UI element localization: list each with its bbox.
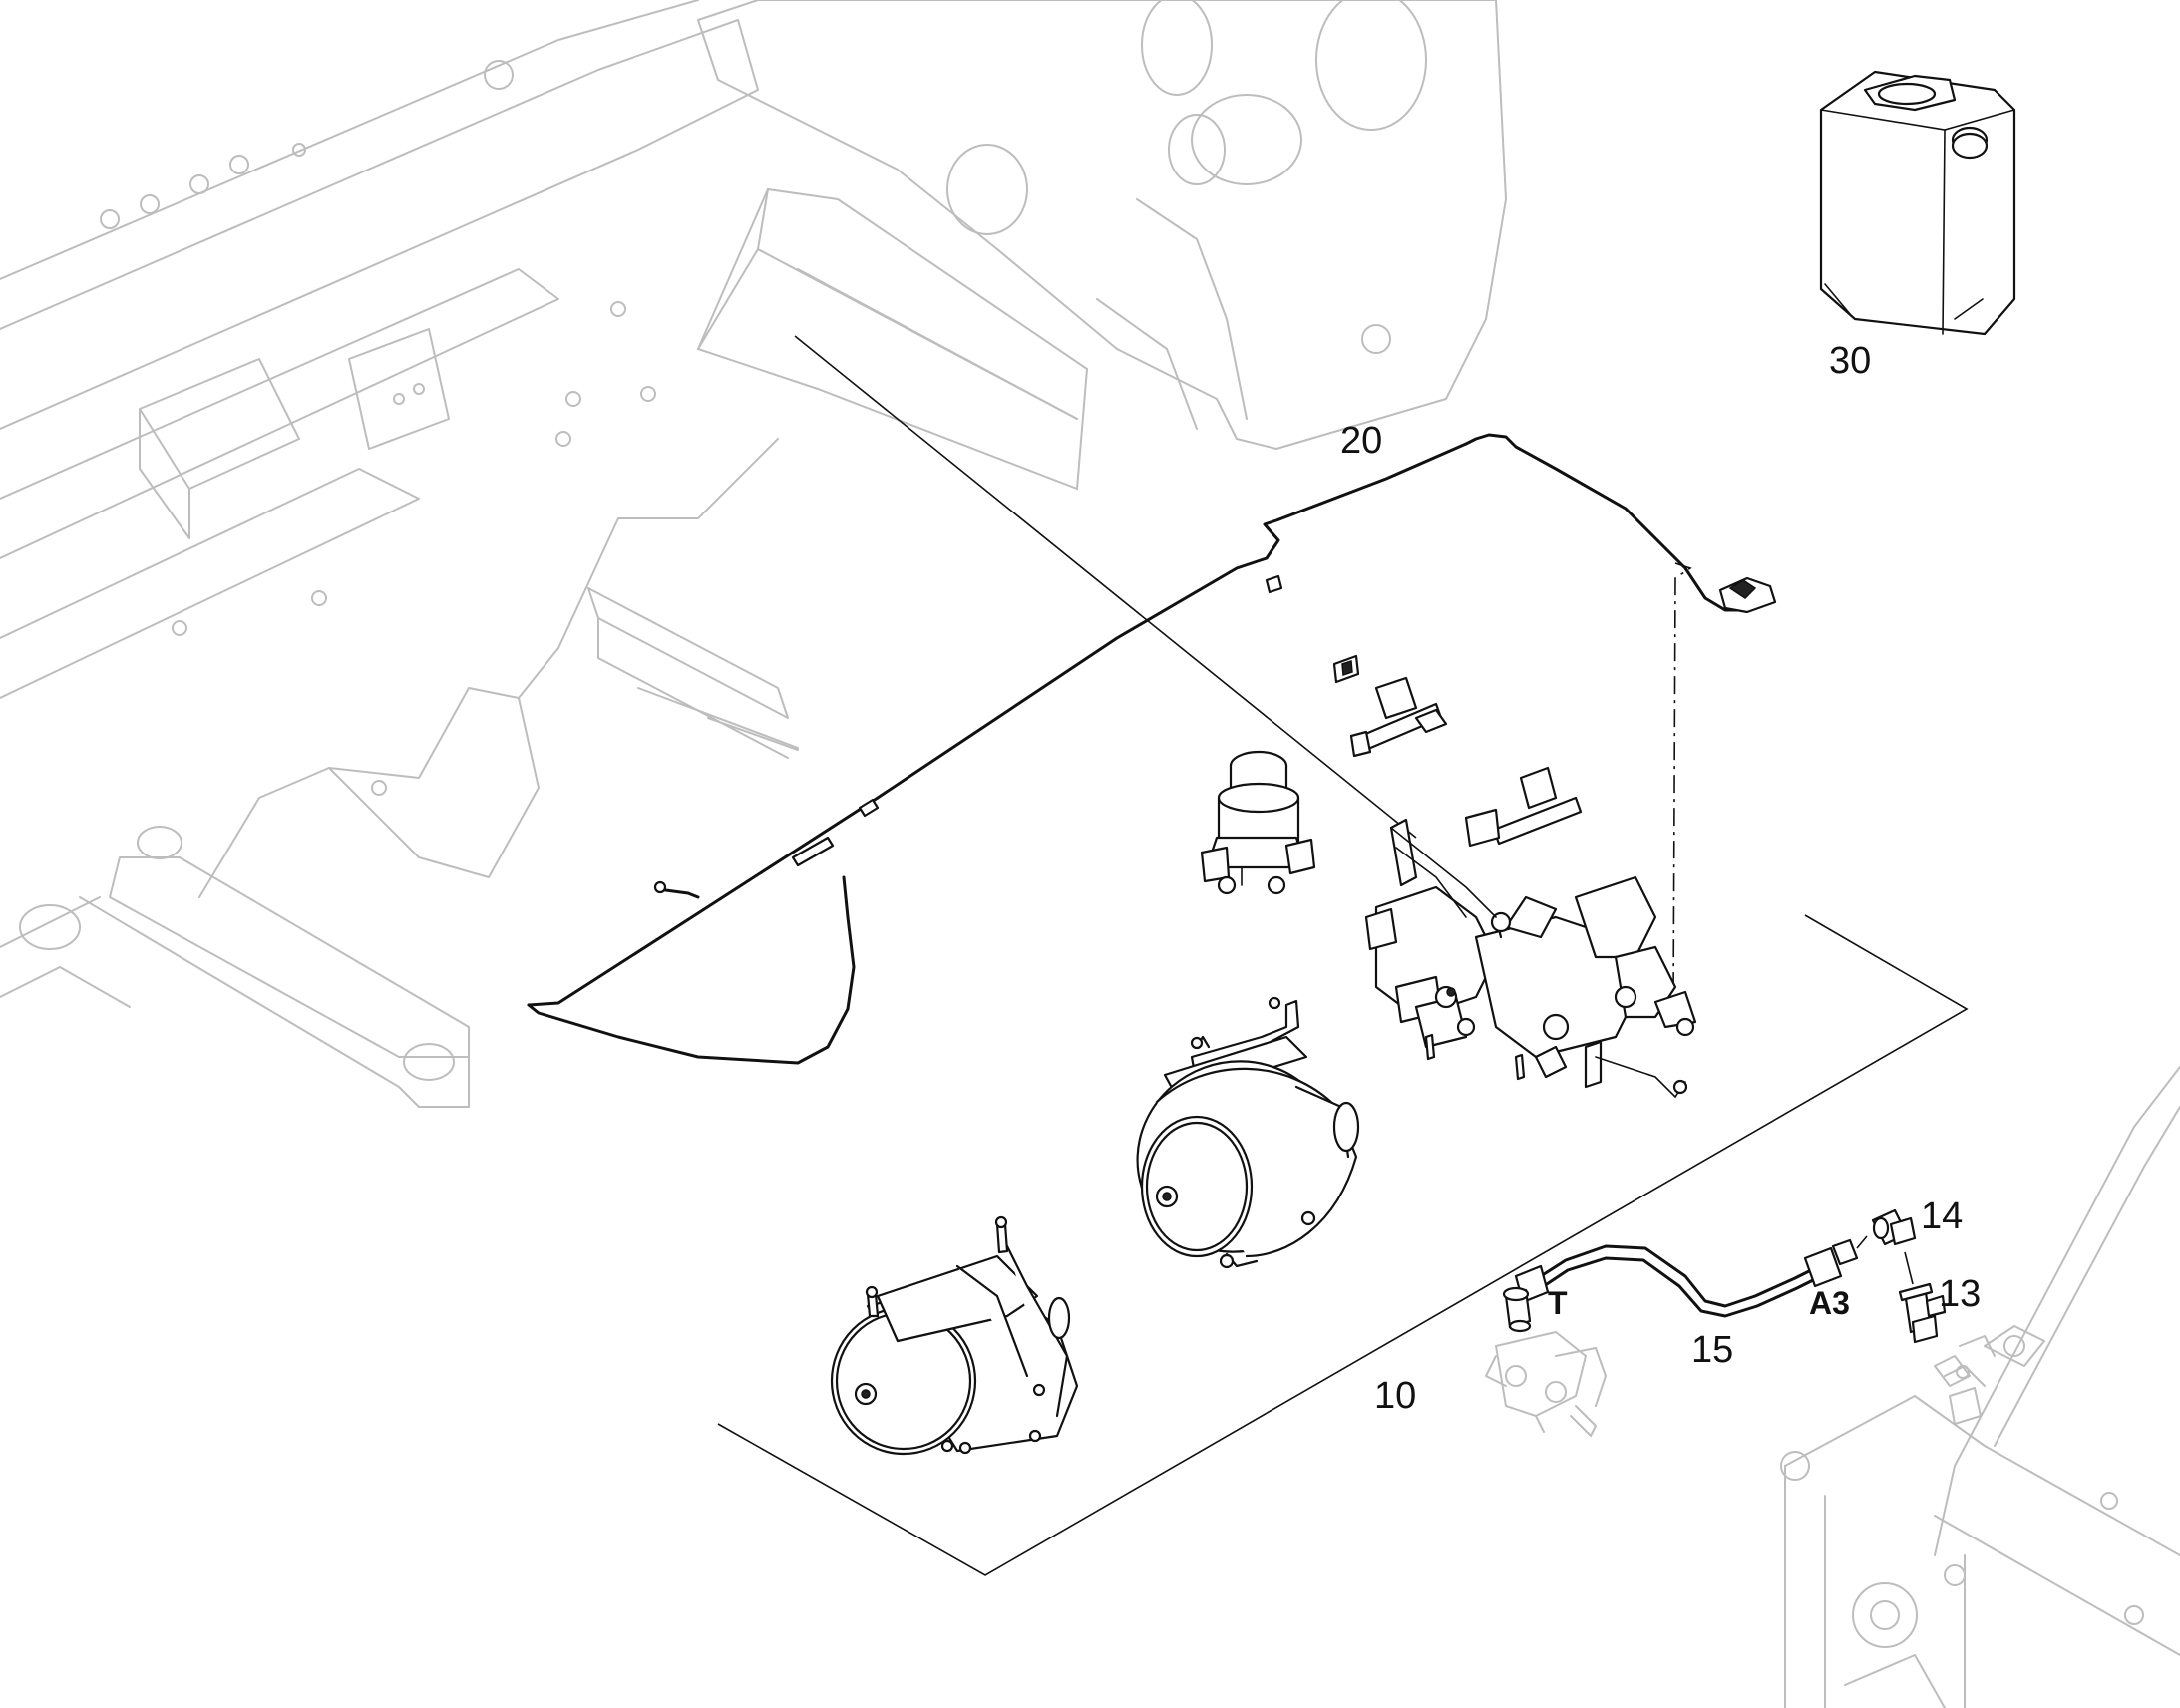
straight-fitting-t	[1502, 1286, 1532, 1333]
elbow-union-14	[1856, 1208, 1917, 1249]
bracket-fittings-ghost	[1934, 1335, 1996, 1425]
lower-valve-ghost	[1485, 1331, 1607, 1437]
tee-fitting-13	[1898, 1251, 1947, 1344]
callout-15: 15	[1691, 1329, 1733, 1371]
port-label-a3: A3	[1809, 1285, 1850, 1321]
callout-14: 14	[1921, 1196, 1963, 1237]
valve-block-assembly	[1364, 818, 1697, 1099]
callout-10: 10	[1374, 1375, 1416, 1417]
elbow-fitting-upper	[1349, 676, 1448, 758]
kit-outline	[717, 335, 1969, 1576]
elbow-fitting-middle	[1464, 766, 1583, 848]
air-tank-lower	[830, 1215, 1079, 1456]
brake-pipe-assembly	[527, 433, 1777, 1065]
solenoid-valve	[1200, 750, 1316, 895]
connection-line	[1654, 562, 1692, 1009]
callout-20: 20	[1340, 420, 1382, 462]
chassis-frame	[0, 0, 1507, 1108]
port-label-t: T	[1548, 1285, 1568, 1321]
fluid-jerrycan	[1819, 70, 2016, 336]
callout-labels: 10 13 14 15 20 30 T A3	[1340, 340, 1981, 1417]
rear-bracket	[1780, 1066, 2180, 1708]
callout-30: 30	[1829, 340, 1871, 382]
air-tank-upper	[1136, 996, 1360, 1269]
small-plate	[1332, 654, 1360, 684]
callout-13: 13	[1939, 1273, 1981, 1315]
